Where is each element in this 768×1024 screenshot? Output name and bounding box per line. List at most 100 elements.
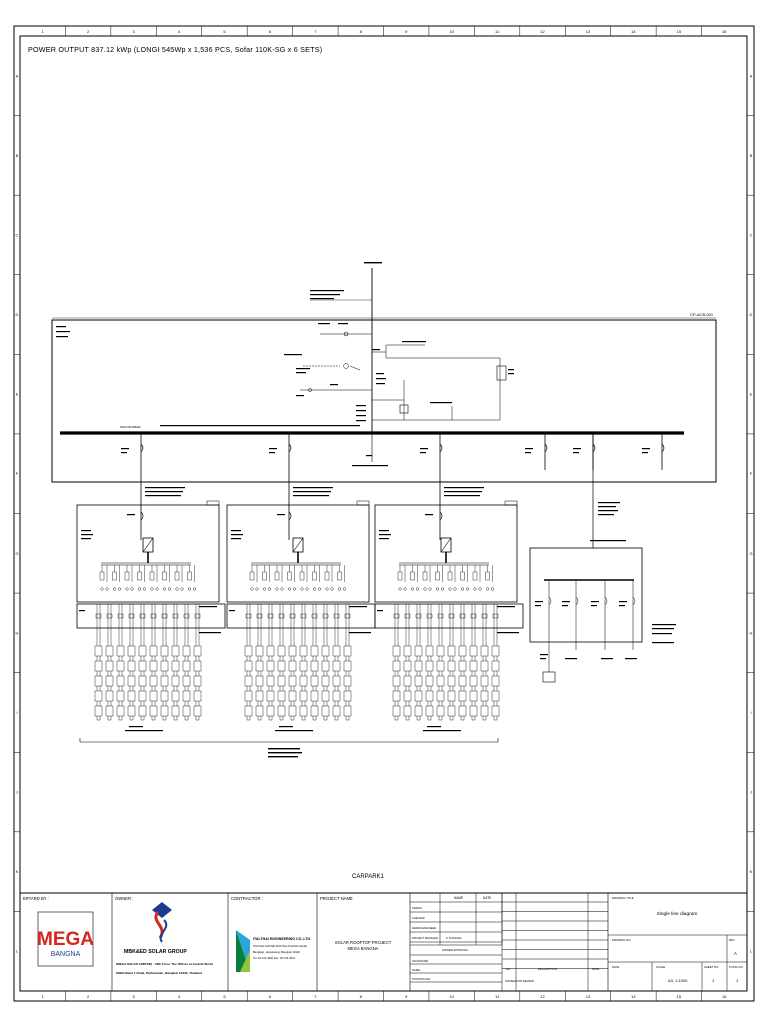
dc-isolator-symbol bbox=[125, 587, 129, 591]
aux-breaker-rating bbox=[535, 601, 543, 603]
breaker-symbol bbox=[288, 511, 292, 521]
row-letter: E bbox=[750, 392, 753, 397]
string-fuse bbox=[415, 613, 422, 619]
pv-module bbox=[266, 675, 275, 687]
dc-fuse bbox=[99, 571, 105, 581]
pv-module bbox=[343, 705, 352, 717]
string-fuse bbox=[106, 613, 113, 619]
dc-isolator-symbol bbox=[300, 587, 304, 591]
breaker-text bbox=[356, 410, 366, 412]
pv-module bbox=[127, 675, 136, 687]
breaker-rating bbox=[525, 448, 533, 450]
sheet-no-label: SHEET NO. bbox=[704, 965, 719, 969]
relay-text bbox=[284, 354, 302, 356]
pv-module bbox=[491, 705, 500, 717]
pv-module bbox=[392, 705, 401, 717]
dc-fuse bbox=[112, 571, 117, 581]
pv-module bbox=[288, 675, 297, 687]
string-fuse bbox=[117, 613, 124, 619]
relay-label bbox=[402, 341, 426, 343]
ct-symbol bbox=[343, 331, 349, 337]
pv-module bbox=[414, 660, 423, 672]
pv-module bbox=[414, 645, 423, 657]
dc-isolator-symbol bbox=[130, 587, 134, 591]
pv-module bbox=[458, 660, 467, 672]
feeder-breaker bbox=[525, 433, 548, 470]
table-header-date: DATE bbox=[483, 896, 491, 900]
pv-module bbox=[288, 645, 297, 657]
pv-module bbox=[425, 705, 434, 717]
string-fuse bbox=[322, 613, 329, 619]
inverter-group bbox=[374, 500, 524, 732]
pv-module bbox=[414, 690, 423, 702]
pv-module bbox=[277, 660, 286, 672]
pv-module bbox=[392, 675, 401, 687]
summary-text bbox=[268, 752, 302, 754]
owner-logo bbox=[152, 902, 172, 943]
combiner-label bbox=[379, 534, 391, 536]
pv-module bbox=[193, 660, 202, 672]
dc-fuse bbox=[287, 571, 292, 581]
column-number: 16 bbox=[722, 994, 727, 999]
pv-module bbox=[343, 660, 352, 672]
row-letter: E bbox=[16, 392, 19, 397]
sheet-outer-frame bbox=[13, 25, 755, 1002]
column-number: 16 bbox=[722, 29, 727, 34]
pv-module bbox=[244, 690, 253, 702]
group-summary bbox=[125, 730, 163, 732]
main-busbar-label: MAIN BUSBAR bbox=[120, 425, 142, 429]
pv-module bbox=[403, 675, 412, 687]
pv-module bbox=[458, 675, 467, 687]
pv-module bbox=[138, 705, 147, 717]
dc-fuse bbox=[337, 571, 342, 581]
dc-isolator-symbol bbox=[313, 587, 317, 591]
row-letter: G bbox=[15, 551, 18, 556]
relay-symbol bbox=[343, 363, 349, 369]
pv-module bbox=[160, 660, 169, 672]
name-label: NAME bbox=[412, 968, 420, 972]
column-number: 9 bbox=[405, 29, 408, 34]
dc-fuse bbox=[137, 571, 142, 581]
pv-module bbox=[447, 690, 456, 702]
pv-module bbox=[332, 705, 341, 717]
string-box-label bbox=[79, 610, 85, 612]
pv-module bbox=[392, 660, 401, 672]
pv-module bbox=[149, 645, 158, 657]
string-summary bbox=[79, 738, 499, 758]
string-fuse bbox=[437, 613, 444, 619]
pv-module bbox=[160, 675, 169, 687]
aux-breaker-rating bbox=[591, 601, 599, 603]
pv-module bbox=[491, 660, 500, 672]
dc-isolator-symbol bbox=[423, 587, 427, 591]
breaker-rating bbox=[420, 452, 426, 454]
breaker-rating bbox=[525, 452, 531, 454]
feeder-cable-spec bbox=[145, 495, 181, 497]
cable-spec-line bbox=[310, 298, 334, 300]
cable-spec-line bbox=[598, 514, 614, 516]
relay-label bbox=[372, 349, 380, 351]
breaker-rating bbox=[277, 514, 285, 516]
pv-module bbox=[149, 690, 158, 702]
dc-isolator-symbol bbox=[461, 587, 465, 591]
pv-module bbox=[127, 660, 136, 672]
owner-logo-mark bbox=[159, 919, 168, 943]
column-number: 1 bbox=[42, 29, 45, 34]
group-summary bbox=[279, 726, 293, 728]
dc-fuse bbox=[472, 571, 478, 581]
pv-module bbox=[469, 690, 478, 702]
pv-module bbox=[343, 690, 352, 702]
row-letter: A bbox=[16, 73, 19, 78]
pv-module bbox=[127, 690, 136, 702]
dc-isolator-symbol bbox=[293, 587, 297, 591]
breaker-symbol bbox=[140, 443, 144, 453]
panel-tag: CP-ACB-001 bbox=[690, 312, 714, 317]
summary-text bbox=[268, 748, 300, 750]
combiner-label bbox=[379, 530, 389, 532]
pv-module bbox=[403, 690, 412, 702]
busbar-spec-text bbox=[160, 425, 360, 427]
column-number: 15 bbox=[677, 994, 682, 999]
aux-db-note bbox=[652, 624, 676, 626]
pv-module bbox=[403, 705, 412, 717]
